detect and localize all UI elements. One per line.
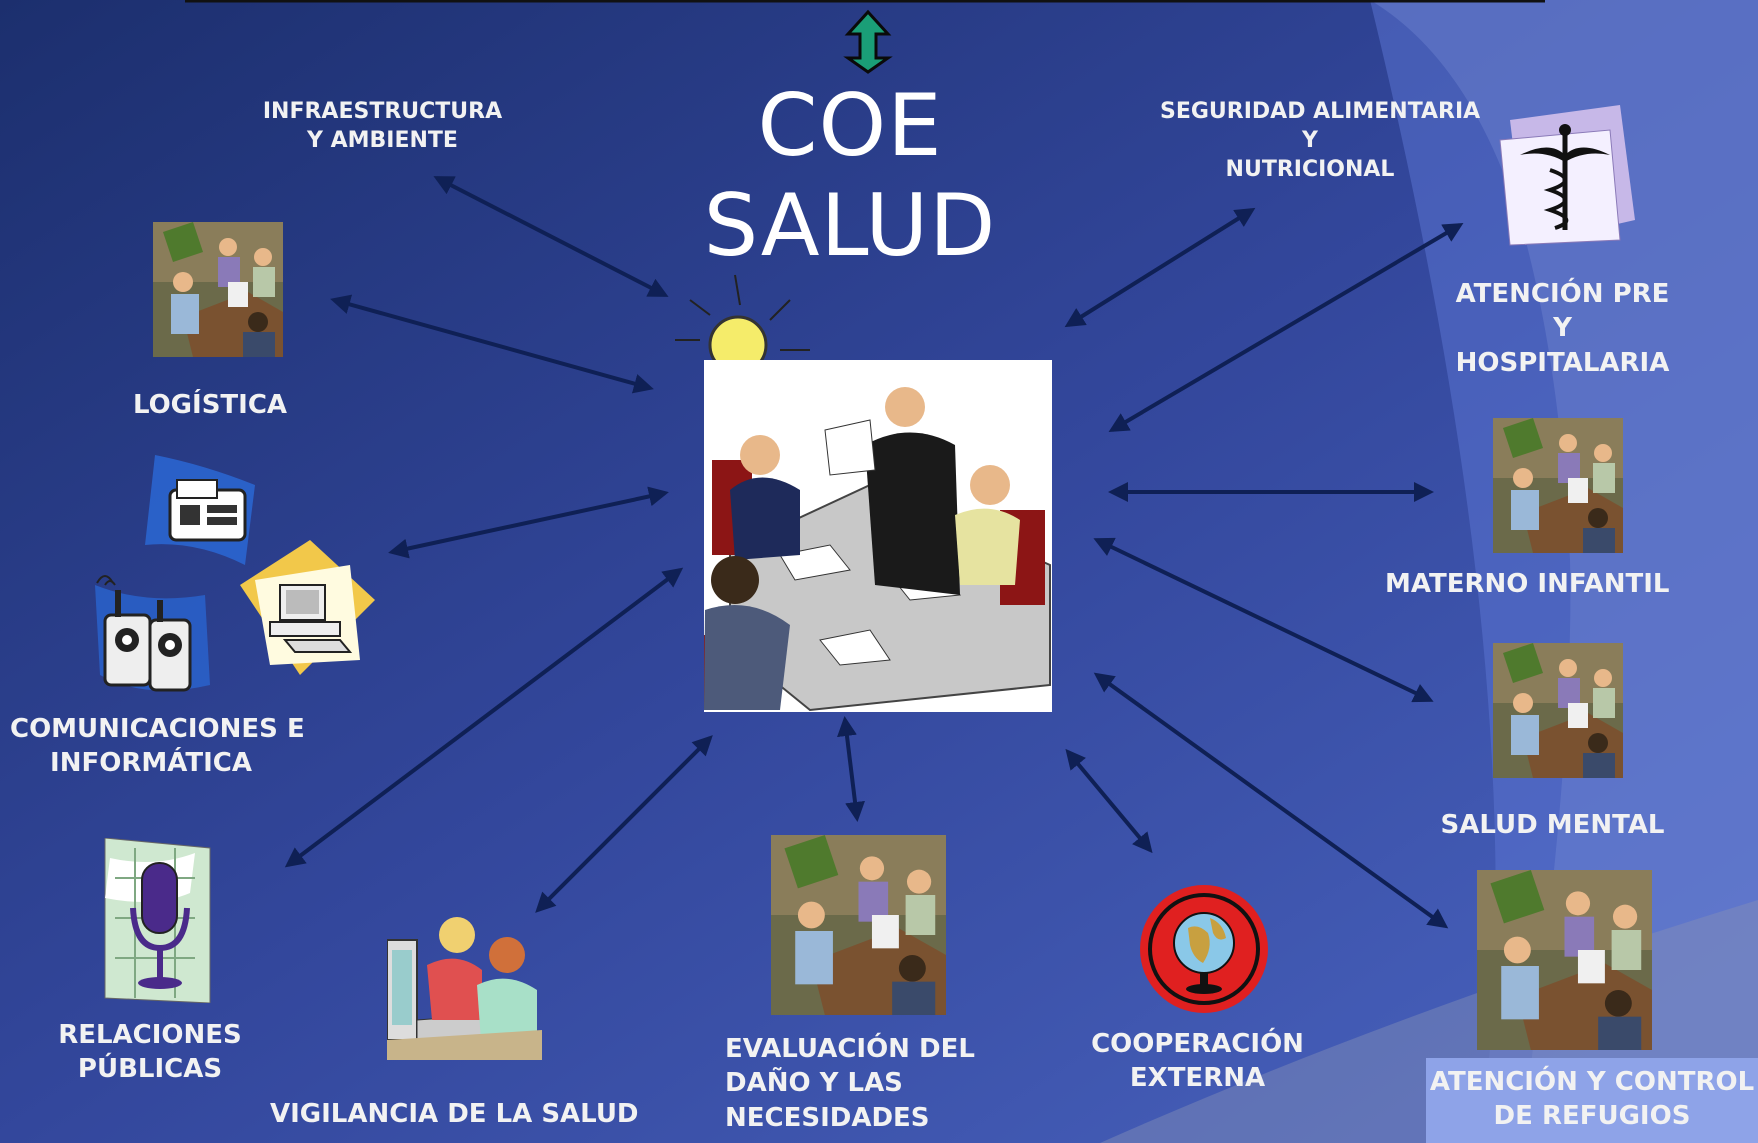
label-infraestructura: INFRAESTRUCTURA Y AMBIENTE	[260, 97, 505, 155]
fax-icon	[145, 455, 255, 565]
meeting-icon-materno	[1493, 418, 1623, 553]
label-cooperacion: COOPERACIÓN EXTERNA	[1090, 1027, 1305, 1096]
arrow-relaciones	[284, 567, 684, 868]
meeting-lightbulb-icon	[675, 274, 1052, 712]
label-vigilancia-line-1: VIGILANCIA DE LA SALUD	[270, 1099, 639, 1129]
label-atencion-pre: ATENCIÓN PRE Y HOSPITALARIA	[1440, 277, 1685, 380]
arrow-atencion-pre	[1108, 222, 1464, 433]
refugios-highlight-box	[1426, 1058, 1758, 1143]
microphone-icon	[104, 838, 211, 1003]
label-seguridad-line-3: NUTRICIONAL	[1225, 157, 1395, 183]
label-materno: MATERNO INFANTIL	[1385, 567, 1670, 601]
meeting-icon-refugios	[1477, 870, 1652, 1050]
meeting-icon-salud-mental	[1493, 643, 1623, 778]
label-relaciones: RELACIONES PÚBLICAS	[55, 1018, 245, 1087]
students-computer-icon	[387, 917, 542, 1060]
arrow-cooperacion	[1065, 748, 1153, 854]
label-atencion-pre-line-1: ATENCIÓN PRE	[1455, 279, 1670, 309]
label-salud-mental-line-1: SALUD MENTAL	[1440, 810, 1665, 840]
arrow-infraestructura	[433, 176, 669, 297]
label-comunicaciones: COMUNICACIONES E INFORMÁTICA	[10, 712, 305, 781]
label-atencion-pre-line-3: HOSPITALARIA	[1455, 347, 1670, 378]
arrow-vigilancia	[535, 735, 713, 913]
label-evaluacion-line-2: DAÑO Y LAS	[725, 1068, 903, 1099]
label-evaluacion-line-1: EVALUACIÓN DEL	[725, 1034, 975, 1064]
label-materno-line-1: MATERNO INFANTIL	[1385, 569, 1670, 599]
arrow-refugios	[1093, 672, 1449, 929]
computer-icon	[240, 540, 375, 675]
label-cooperacion-line-2: EXTERNA	[1129, 1063, 1266, 1094]
walkie-talkie-icon	[95, 575, 210, 692]
label-logistica-line-1: LOGÍSTICA	[132, 390, 288, 420]
top-double-arrow-icon	[843, 9, 893, 74]
arrow-logistica	[330, 294, 654, 394]
label-seguridad: SEGURIDAD ALIMENTARIA Y NUTRICIONAL	[1160, 97, 1481, 184]
label-salud-mental: SALUD MENTAL	[1440, 808, 1665, 842]
label-refugios: ATENCIÓN Y CONTROL DE REFUGIOS	[1426, 1065, 1758, 1134]
label-evaluacion-line-3: NECESIDADES	[725, 1102, 930, 1133]
label-cooperacion-line-1: COOPERACIÓN	[1091, 1029, 1304, 1059]
meeting-icon-evaluacion	[771, 835, 946, 1015]
arrow-evaluacion	[837, 716, 865, 822]
label-comunicaciones-line-2: INFORMÁTICA	[50, 748, 252, 779]
arrow-salud-mental	[1093, 537, 1434, 703]
label-infraestructura-line-1: INFRAESTRUCTURA	[262, 99, 503, 124]
meeting-icon-logistica	[153, 222, 283, 357]
page-title: COE SALUD	[703, 76, 997, 276]
label-refugios-line-1: ATENCIÓN Y CONTROL	[1429, 1067, 1755, 1097]
label-vigilancia: VIGILANCIA DE LA SALUD	[270, 1097, 639, 1131]
globe-icon	[1140, 885, 1268, 1013]
label-relaciones-line-1: RELACIONES	[58, 1020, 242, 1050]
label-relaciones-line-2: PÚBLICAS	[77, 1054, 223, 1085]
label-atencion-pre-line-2: Y	[1553, 313, 1572, 344]
label-logistica: LOGÍSTICA	[110, 388, 310, 422]
label-seguridad-line-2: Y	[1302, 128, 1318, 154]
arrow-comunicaciones	[388, 486, 669, 559]
label-infraestructura-line-2: Y AMBIENTE	[307, 128, 458, 154]
label-refugios-line-2: DE REFUGIOS	[1493, 1101, 1691, 1132]
label-evaluacion: EVALUACIÓN DEL DAÑO Y LAS NECESIDADES	[725, 1032, 975, 1135]
caduceus-icon	[1499, 105, 1635, 246]
label-comunicaciones-line-1: COMUNICACIONES E	[10, 714, 305, 744]
label-seguridad-line-1: SEGURIDAD ALIMENTARIA	[1160, 99, 1481, 124]
